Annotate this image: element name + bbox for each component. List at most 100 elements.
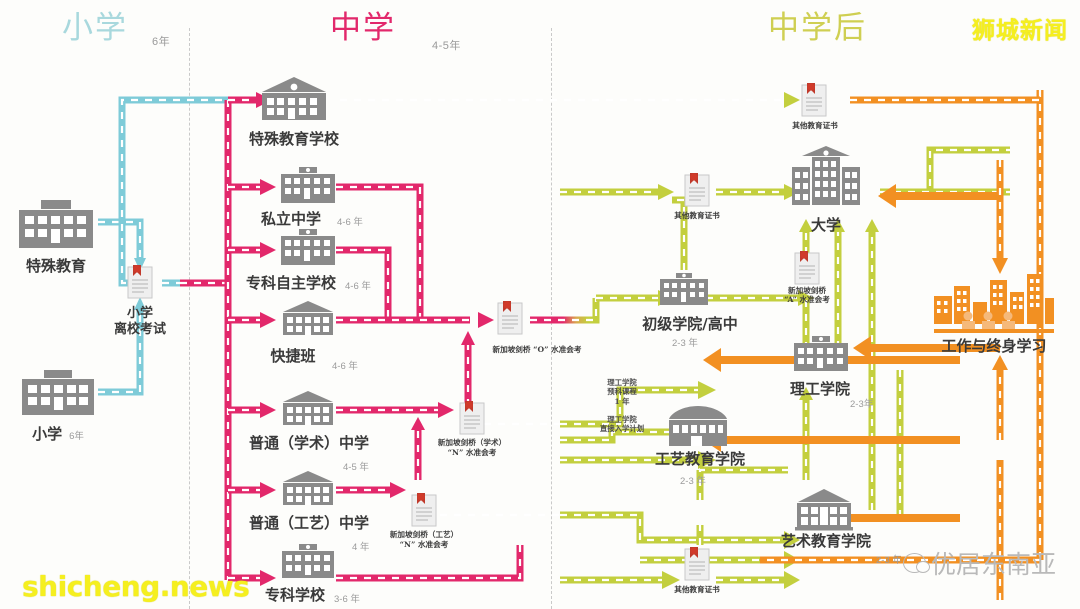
note-poly-foundation: 理工学院 预科课程 1 年	[582, 378, 662, 406]
watermark-bottom-left: shicheng.news	[22, 570, 250, 603]
node-primary-school-years: 6年	[69, 431, 84, 442]
school-building-icon	[794, 336, 848, 371]
school-building-icon	[795, 489, 853, 531]
node-junior-college[interactable]	[656, 272, 712, 313]
certificate-icon	[459, 401, 485, 435]
node-normal-technical-years: 4 年	[352, 542, 370, 553]
node-ite-years: 2-3 年	[680, 476, 706, 487]
city-skyline-icon	[934, 274, 1054, 333]
school-building-icon	[283, 301, 333, 335]
node-arts-institution-years: 2-3 年	[876, 555, 902, 566]
school-building-icon	[281, 229, 335, 265]
node-work-lifelong[interactable]: 工作与终身学习	[930, 272, 1058, 356]
university-building-icon	[792, 146, 860, 205]
certificate-icon	[127, 265, 153, 299]
node-psle[interactable]: 小学 离校考试	[112, 264, 168, 339]
node-ite-caption: 工艺教育学院	[650, 448, 750, 469]
node-private-secondary-years: 4-6 年	[337, 217, 363, 228]
node-normal-technical[interactable]	[276, 470, 340, 513]
note-poly-direct-line1: 理工学院	[607, 415, 637, 424]
cert-n-academic-line2: “N” 水准会考	[447, 448, 497, 457]
cert-other-mid[interactable]	[680, 172, 714, 213]
node-work-lifelong-label: 工作与终身学习	[941, 337, 1047, 355]
node-arts-institution-label: 艺术教育学院	[780, 532, 871, 550]
node-polytechnic-label: 理工学院	[789, 380, 850, 398]
certificate-icon	[801, 83, 827, 117]
node-specialised-school[interactable]	[276, 543, 340, 586]
node-junior-college-caption: 初级学院/高中	[640, 313, 740, 334]
school-building-icon	[19, 200, 93, 248]
cert-other-bottom[interactable]	[680, 546, 714, 587]
node-junior-college-years: 2-3 年	[672, 338, 698, 349]
node-specialised-independent[interactable]	[276, 228, 340, 273]
cert-n-academic-line1: 新加坡剑桥（学术）	[437, 438, 507, 447]
node-university[interactable]: 大学	[788, 145, 864, 235]
node-specialised-school-label: 专科学校	[264, 586, 325, 604]
node-specialised-independent-caption: 专科自主学校	[228, 272, 354, 293]
node-express-course[interactable]	[276, 300, 340, 343]
node-polytechnic[interactable]	[790, 335, 852, 380]
school-building-icon	[262, 77, 326, 120]
note-poly-foundation-line2: 预科课程	[607, 387, 637, 397]
watermark-bottom-right: 优居东南亚	[902, 545, 1056, 581]
header-post-secondary: 中学后	[768, 10, 867, 46]
school-building-icon	[281, 167, 335, 203]
certificate-icon	[684, 547, 710, 581]
node-university-label: 大学	[810, 216, 841, 234]
node-normal-technical-label: 普通（工艺）中学	[248, 514, 369, 532]
cert-n-technical-line2: “N” 水准会考	[399, 540, 449, 549]
node-arts-institution[interactable]	[790, 488, 858, 537]
node-normal-technical-caption: 普通（工艺）中学	[230, 512, 388, 533]
node-psle-line1: 小学	[126, 306, 153, 321]
header-secondary-years: 4-5年	[432, 40, 461, 52]
node-specialised-school-years: 3-6 年	[334, 594, 360, 605]
stage-divider-primary-secondary	[189, 28, 190, 609]
node-express-course-caption: 快捷班	[248, 345, 338, 366]
school-building-icon	[283, 391, 333, 425]
node-express-course-years: 4-6 年	[332, 361, 358, 372]
node-ite-label: 工艺教育学院	[654, 450, 745, 468]
school-building-icon	[282, 544, 334, 578]
node-special-ed-school-label: 特殊教育学校	[248, 130, 339, 148]
node-junior-college-label: 初级学院/高中	[642, 315, 738, 333]
node-special-education[interactable]: 特殊教育	[6, 198, 106, 276]
header-primary-years: 6年	[152, 36, 171, 48]
note-poly-direct: 理工学院 直接入学计划	[580, 415, 664, 434]
cert-o-level[interactable]	[493, 300, 527, 341]
cert-n-technical-line1: 新加坡剑桥（工艺）	[389, 530, 459, 539]
node-arts-institution-caption: 艺术教育学院	[776, 530, 876, 551]
note-poly-foundation-line3: 1 年	[614, 396, 630, 406]
cert-n-technical[interactable]	[407, 492, 441, 533]
cert-n-academic[interactable]	[455, 400, 489, 441]
node-special-education-label: 特殊教育	[25, 257, 86, 275]
certificate-icon	[684, 173, 710, 207]
node-primary-school-label: 小学	[32, 425, 63, 443]
cert-a-level[interactable]	[790, 250, 824, 291]
header-secondary: 中学	[330, 10, 396, 46]
note-poly-foundation-line1: 理工学院	[607, 378, 637, 387]
header-primary: 小学	[62, 10, 128, 46]
certificate-icon	[497, 301, 523, 335]
node-normal-academic[interactable]	[276, 390, 340, 433]
wechat-icon	[902, 553, 930, 573]
school-building-icon	[660, 273, 708, 305]
school-building-icon	[22, 370, 94, 415]
node-polytechnic-years: 2-3年	[850, 399, 874, 410]
cert-a-level-line1: 新加坡剑桥	[788, 286, 826, 295]
node-normal-academic-label: 普通（学术）中学	[248, 434, 369, 452]
node-polytechnic-caption: 理工学院	[780, 378, 860, 399]
node-specialised-independent-years: 4-6 年	[345, 281, 371, 292]
node-specialised-independent-label: 专科自主学校	[245, 274, 336, 292]
institute-building-icon	[669, 406, 727, 446]
node-private-secondary-caption: 私立中学	[236, 208, 346, 229]
node-express-course-label: 快捷班	[270, 347, 316, 365]
node-specialised-school-caption: 专科学校	[250, 584, 340, 605]
node-special-ed-school[interactable]: 特殊教育学校	[248, 76, 340, 149]
node-ite[interactable]	[662, 405, 734, 454]
node-private-secondary[interactable]	[276, 166, 340, 211]
node-primary-school[interactable]: 小学 6年	[10, 368, 106, 444]
cert-other-top[interactable]	[797, 82, 831, 123]
school-building-icon	[283, 471, 333, 505]
